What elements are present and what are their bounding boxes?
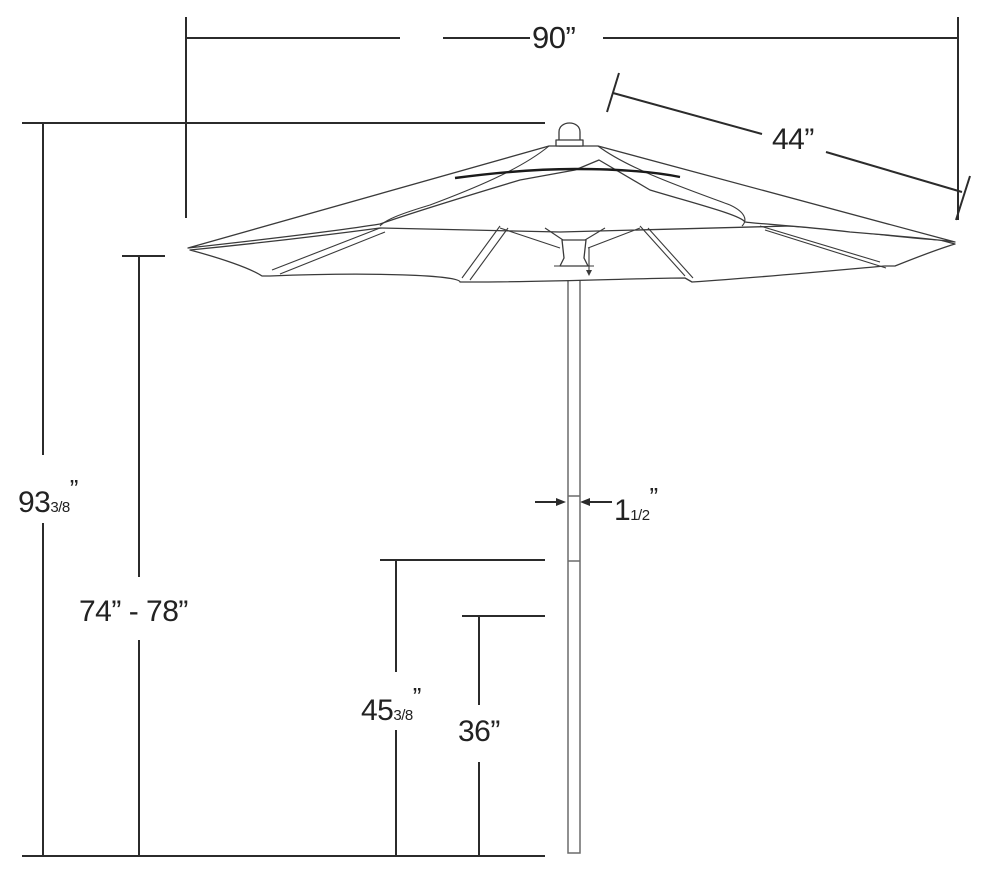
overall-height-dimension-lines bbox=[22, 122, 545, 857]
tall-table-height-whole: 45 bbox=[361, 694, 394, 727]
standard-table-height-dimension-lines bbox=[462, 615, 545, 857]
tall-table-height-dimension-lines bbox=[380, 559, 545, 857]
standard-table-height-unit: ” bbox=[490, 715, 500, 748]
pole-diameter-unit: ” bbox=[649, 482, 659, 512]
rib-length-dimension-lines bbox=[606, 72, 971, 221]
tall-table-height-fraction: 3/8 bbox=[393, 707, 413, 724]
tall-table-height-unit: ” bbox=[412, 682, 422, 712]
clearance-height-dimension-lines bbox=[122, 255, 165, 857]
standard-table-height-label: 36” bbox=[458, 717, 500, 747]
rib-length-unit: ” bbox=[804, 123, 814, 156]
canopy-width-dimension-lines bbox=[185, 17, 959, 220]
tall-table-height-label: 453/8” bbox=[361, 684, 421, 726]
umbrella-pole bbox=[567, 267, 581, 854]
canopy-width-unit: ” bbox=[565, 20, 576, 55]
rib-length-value: 44 bbox=[772, 123, 805, 156]
overall-height-whole: 93 bbox=[18, 486, 51, 519]
rib-length-label: 44” bbox=[772, 125, 814, 155]
overall-height-unit: ” bbox=[69, 474, 79, 504]
pole-diameter-fraction: 1/2 bbox=[630, 507, 650, 524]
umbrella-canopy bbox=[187, 122, 956, 283]
pole-diameter-label: 11/2” bbox=[614, 484, 658, 526]
overall-height-label: 933/8” bbox=[18, 476, 78, 518]
canopy-width-value: 90 bbox=[532, 20, 566, 55]
pole-diameter-whole: 1 bbox=[614, 494, 631, 527]
clearance-height-label: 74” - 78” bbox=[79, 597, 188, 627]
overall-height-fraction: 3/8 bbox=[50, 499, 70, 516]
clearance-height-value: 74” - 78” bbox=[79, 595, 188, 628]
pole-diameter-arrows bbox=[535, 498, 612, 506]
standard-table-height-value: 36 bbox=[458, 715, 491, 748]
canopy-width-label: 90” bbox=[532, 20, 576, 55]
